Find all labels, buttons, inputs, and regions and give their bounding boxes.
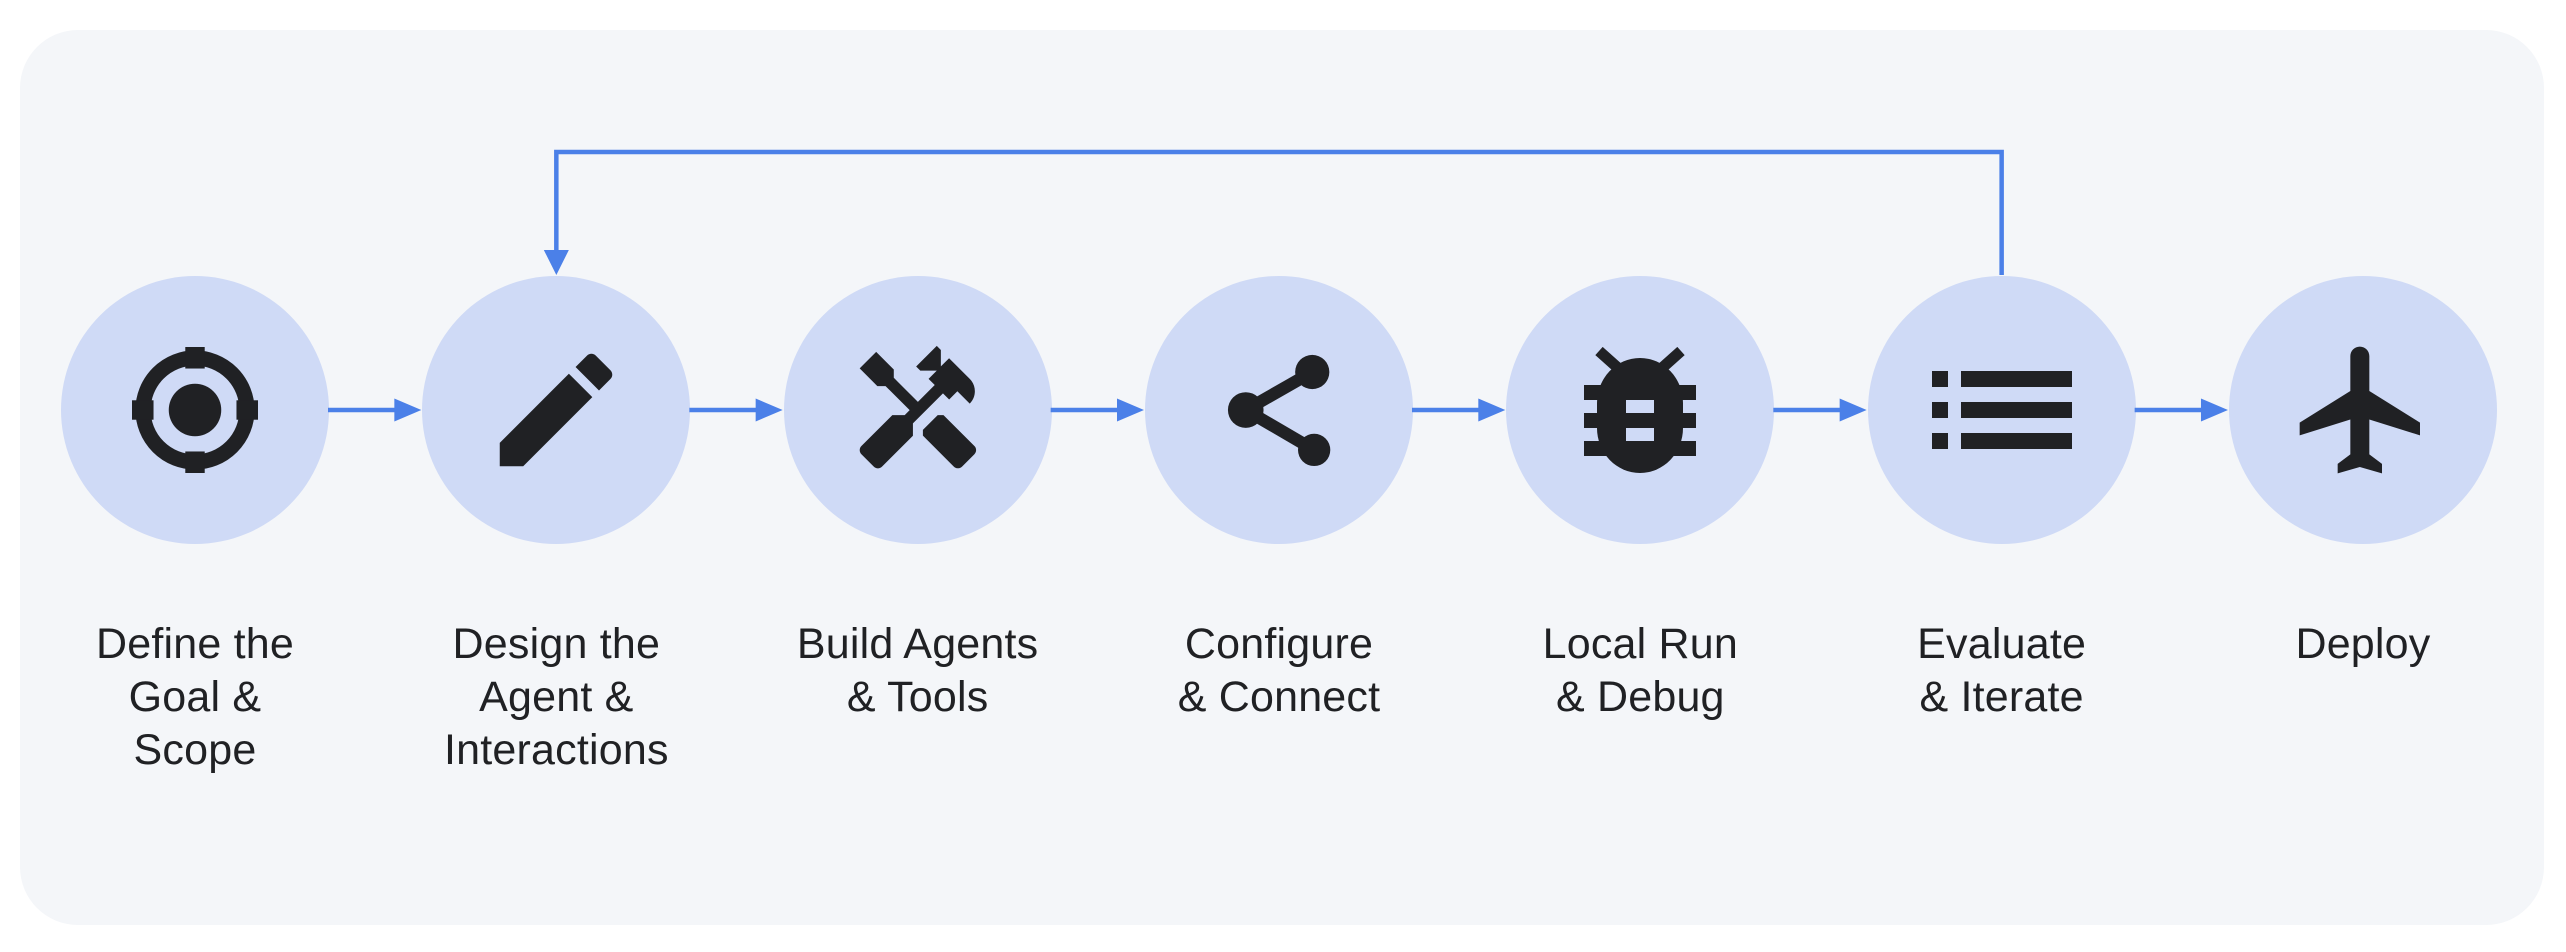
- node-label-define: Define the Goal & Scope: [95, 620, 295, 774]
- node-circle-define: [61, 276, 329, 544]
- node-circle-configure: [1144, 276, 1413, 544]
- flow-node-design-agent: Design the Agent & Interactions: [422, 276, 691, 777]
- flow-node-local-run-debug: Local Run & Debug: [1506, 276, 1775, 777]
- node-circle-evaluate: [1867, 276, 2136, 544]
- hammer-wrench-icon: [859, 345, 976, 469]
- node-label-evaluate: Evaluate & Iterate: [1917, 620, 2087, 721]
- flow-node-deploy: Deploy: [2228, 276, 2497, 777]
- node-label-design: Design the Agent & Interactions: [443, 620, 669, 774]
- node-circle-run: [1506, 276, 1775, 544]
- workflow-nodes: Define the Goal & Scope Design the Agent…: [20, 276, 2544, 777]
- pencil-icon: [500, 353, 613, 467]
- flow-node-define-goal-scope: Define the Goal & Scope: [61, 276, 329, 777]
- airplane-icon: [2299, 346, 2420, 474]
- node-label-deploy: Deploy: [2295, 620, 2431, 668]
- target-icon: [132, 347, 258, 473]
- flow-node-evaluate-iterate: Evaluate & Iterate: [1867, 276, 2136, 777]
- node-circle-deploy: [2228, 276, 2497, 544]
- share-icon: [1227, 354, 1331, 467]
- node-label-run: Local Run & Debug: [1542, 620, 1739, 721]
- flow-node-build-agents-tools: Build Agents & Tools: [783, 276, 1052, 777]
- node-circle-design: [422, 276, 691, 544]
- list-icon: [1931, 371, 2072, 449]
- flow-node-configure-connect: Configure & Connect: [1144, 276, 1413, 777]
- node-label-build: Build Agents & Tools: [796, 620, 1039, 721]
- node-circle-build: [783, 276, 1052, 544]
- bug-icon: [1584, 347, 1697, 473]
- node-label-configure: Configure & Connect: [1177, 620, 1381, 721]
